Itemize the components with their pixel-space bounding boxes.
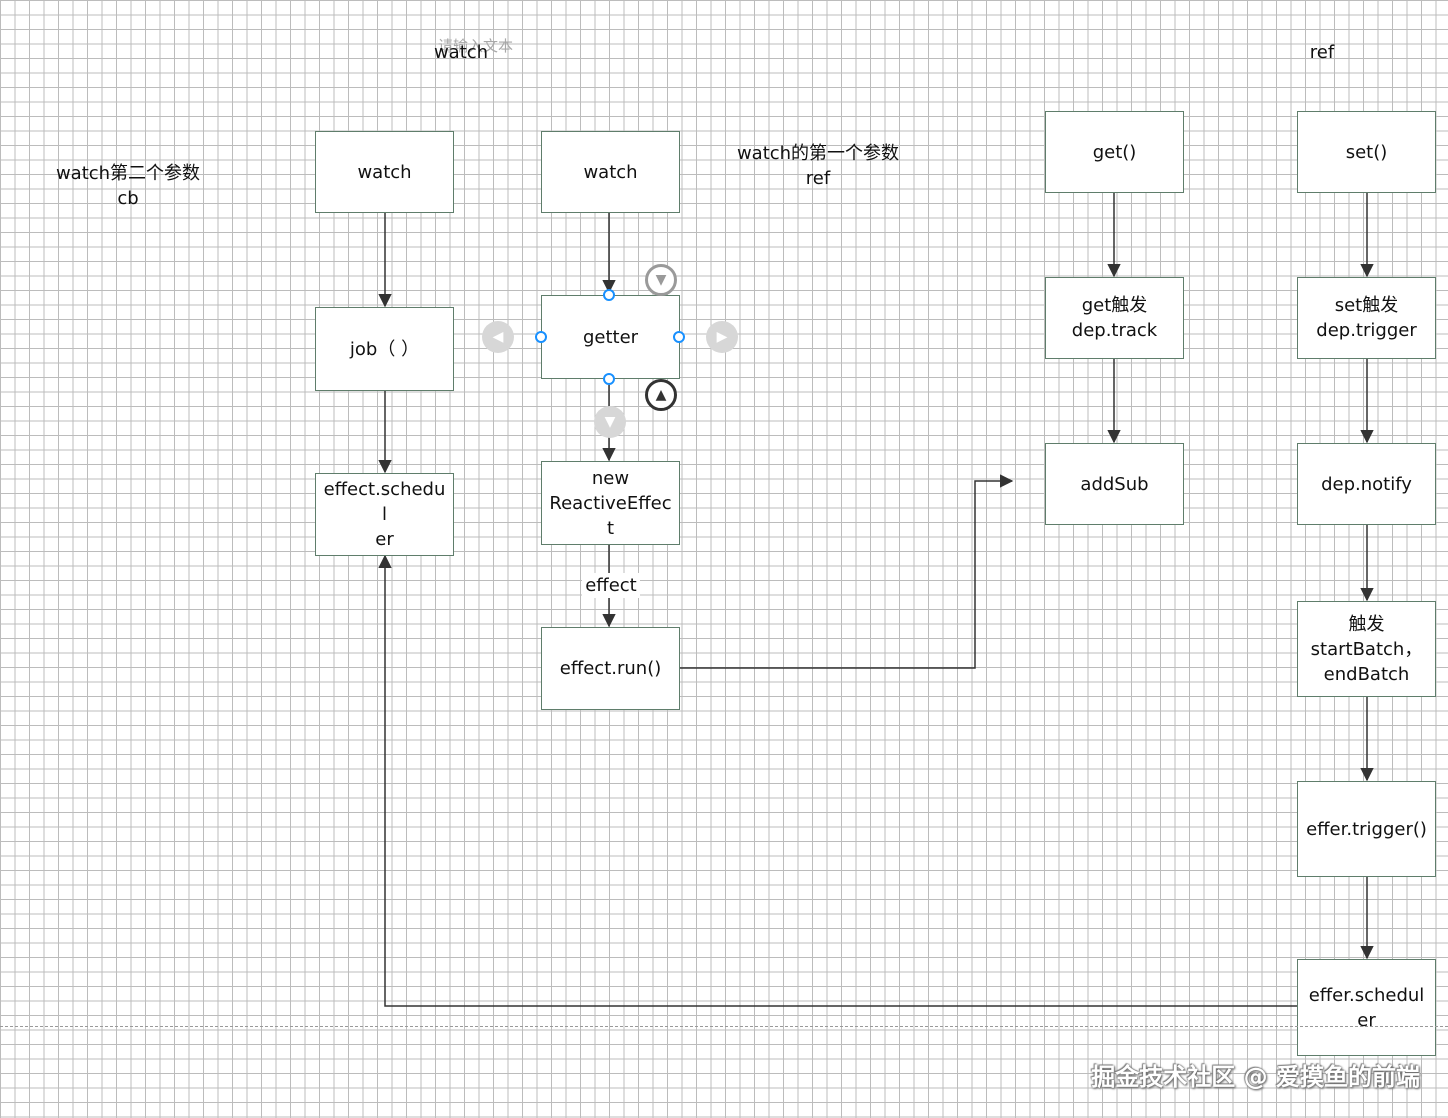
node-batch[interactable]: 触发 startBatch， endBatch <box>1297 601 1436 697</box>
node-effect-run[interactable]: effect.run() <box>541 627 680 710</box>
node-effer-trigger[interactable]: effer.trigger() <box>1297 781 1436 877</box>
node-getter[interactable]: getter <box>541 295 680 379</box>
label-effect-edge[interactable]: effect <box>582 573 640 598</box>
node-new-reactive-effect[interactable]: new ReactiveEffect <box>541 461 680 545</box>
node-job[interactable]: job（ ） <box>315 307 454 391</box>
chevron-right-circle-icon[interactable]: ▶ <box>706 321 738 353</box>
label-first-param-note[interactable]: watch的第一个参数 ref <box>736 143 900 189</box>
node-dep-notify[interactable]: dep.notify <box>1297 443 1436 525</box>
edge-scheduler-back-to-left[interactable] <box>378 554 1297 1007</box>
connection-handle-left[interactable] <box>535 331 547 343</box>
chevron-down-circle-icon[interactable]: ▼ <box>645 264 677 296</box>
node-get-track[interactable]: get触发 dep.track <box>1045 277 1184 359</box>
node-watch-mid[interactable]: watch <box>541 131 680 213</box>
node-effect-scheduler-left[interactable]: effect.schedul er <box>315 473 454 556</box>
watermark: 掘金技术社区 @ 爱摸鱼的前端 <box>1091 1063 1420 1091</box>
node-get[interactable]: get() <box>1045 111 1184 193</box>
chevron-up-circle-icon[interactable]: ▲ <box>645 379 677 411</box>
node-set[interactable]: set() <box>1297 111 1436 193</box>
node-set-trigger[interactable]: set触发 dep.trigger <box>1297 277 1436 359</box>
text-placeholder[interactable]: 请输入文本 <box>438 37 514 55</box>
connection-handle-bottom[interactable] <box>603 373 615 385</box>
label-cb-note[interactable]: watch第二个参数 cb <box>55 163 201 209</box>
node-effer-scheduler[interactable]: effer.scheduler <box>1297 959 1436 1056</box>
label-ref-top[interactable]: ref <box>1309 42 1335 63</box>
label-watch-top[interactable]: watch <box>433 42 489 63</box>
chevron-down-light-circle-icon[interactable]: ▼ <box>594 406 626 438</box>
node-addsub[interactable]: addSub <box>1045 443 1184 525</box>
connection-handle-right[interactable] <box>673 331 685 343</box>
connection-handle-top[interactable] <box>603 289 615 301</box>
edge-run-to-addsub[interactable] <box>679 474 1014 669</box>
page-break-line <box>0 1026 1448 1027</box>
node-watch-left[interactable]: watch <box>315 131 454 213</box>
chevron-left-circle-icon[interactable]: ◀ <box>482 321 514 353</box>
